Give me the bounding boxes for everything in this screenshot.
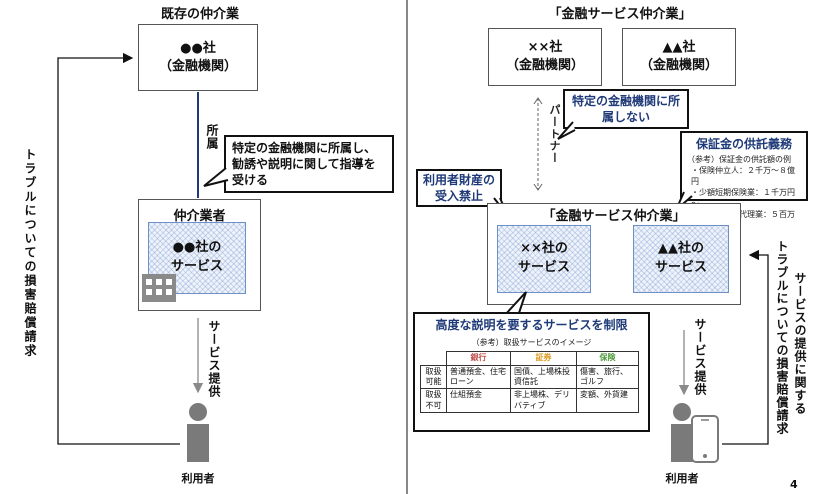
restrict-note: （参考）取扱サービスのイメージ <box>471 338 592 348</box>
table-row: 取扱不可 仕組預金 非上場株、デリバティブ 変額、外貨建 <box>420 388 639 414</box>
person-icon <box>671 403 693 462</box>
service-box-x: ××社の サービス <box>497 225 591 293</box>
affiliation-label: 所属 <box>205 124 219 150</box>
institution-name: ▲▲社 <box>662 40 696 56</box>
smartphone-icon <box>691 415 719 463</box>
header-bank: 銀行 <box>446 351 511 366</box>
service-label: サービス <box>517 260 570 275</box>
user-label-right: 利用者 <box>665 472 699 485</box>
institution-name: ●●社 <box>180 40 216 56</box>
service-name: ××社の <box>520 241 568 257</box>
guarantee-note: （参考）保証金の供託額の例 <box>687 155 791 165</box>
institution-type: （金融機関） <box>639 58 718 73</box>
row-label-disallowed: 取扱不可 <box>420 388 447 414</box>
row-label-allowed: 取扱可能 <box>420 364 447 390</box>
left-title: 既存の仲介業 <box>160 7 239 22</box>
restrict-title: 高度な説明を要するサービスを制限 <box>435 318 628 332</box>
callout-text: 利用者財産の受入禁止 <box>422 172 495 203</box>
callout-tail <box>503 291 527 317</box>
right-title: 「金融サービス仲介業」 <box>548 7 692 22</box>
table-cell: 国債、上場株投資信託 <box>510 364 577 390</box>
guarantee-title: 保証金の供託義務 <box>695 137 792 151</box>
table-row: 取扱可能 普通預金、住宅ローン 国債、上場株投資信託 傷害、旅行、ゴルフ <box>420 364 639 390</box>
table-corner <box>420 351 447 366</box>
service-label: サービス <box>654 260 707 275</box>
trouble-label-left: トラブルについての損害賠償請求 <box>23 148 37 358</box>
table-cell: 仕組預金 <box>446 388 511 414</box>
table-cell: 普通預金、住宅ローン <box>446 364 511 390</box>
callout-tail <box>203 167 229 187</box>
trouble-label-right-b: サービスの提供に関する <box>793 272 807 415</box>
institution-box-tri: ▲▲社 （金融機関） <box>622 28 736 86</box>
person-icon <box>187 403 209 462</box>
callout-tail <box>557 121 576 140</box>
institution-type: （金融機関） <box>158 58 237 74</box>
callout-text: 特定の金融機関に所属しない <box>571 93 680 124</box>
broker-title: 仲介業者 <box>173 209 226 224</box>
header-securities: 証券 <box>510 351 577 366</box>
guarantee-item: ・保険仲立人：２千万～８億円 <box>691 166 795 187</box>
partner-label: パートナー <box>548 104 561 164</box>
callout-asset-ban: 利用者財産の受入禁止 <box>416 169 502 207</box>
institution-type: （金融機関） <box>505 58 584 73</box>
table-cell: 傷害、旅行、ゴルフ <box>576 364 639 390</box>
page-number: 4 <box>790 478 798 491</box>
service-provision-label-left: サービス提供 <box>207 320 221 398</box>
header-insurance: 保険 <box>576 351 639 366</box>
trouble-label-right-a: トラブルについての損害賠償請求 <box>775 240 789 435</box>
callout-partner: 特定の金融機関に所属しない <box>563 89 689 129</box>
institution-box-left: ●●社 （金融機関） <box>138 24 258 91</box>
institution-name: ××社 <box>527 40 563 56</box>
broker-title: 「金融サービス仲介業」 <box>542 209 686 224</box>
service-label: サービス <box>170 259 223 274</box>
callout-restrict: 高度な説明を要するサービスを制限 （参考）取扱サービスのイメージ 銀行 証券 保… <box>413 312 650 432</box>
service-box-tri: ▲▲社の サービス <box>633 225 729 293</box>
table-cell: 変額、外貨建 <box>576 388 639 414</box>
service-name: ▲▲社の <box>657 241 704 257</box>
user-label-left: 利用者 <box>181 472 215 485</box>
institution-box-x: ××社 （金融機関） <box>488 28 602 86</box>
callout-text: 特定の金融機関に所属し、勧誘や説明に関して指導を受ける <box>232 141 377 188</box>
table-cell: 非上場株、デリバティブ <box>510 388 577 414</box>
service-provision-label-right: サービス提供 <box>693 318 707 396</box>
service-table: 銀行 証券 保険 取扱可能 普通預金、住宅ローン 国債、上場株投資信託 傷害、旅… <box>420 351 639 414</box>
building-icon <box>142 274 176 302</box>
service-name: ●●社の <box>172 240 222 256</box>
callout-guarantee: 保証金の供託義務 （参考）保証金の供託額の例 ・保険仲立人：２千万～８億円 ・少… <box>680 131 808 230</box>
callout-affiliation: 特定の金融機関に所属し、勧誘や説明に関して指導を受ける <box>224 135 394 193</box>
table-header-row: 銀行 証券 保険 <box>420 351 639 366</box>
